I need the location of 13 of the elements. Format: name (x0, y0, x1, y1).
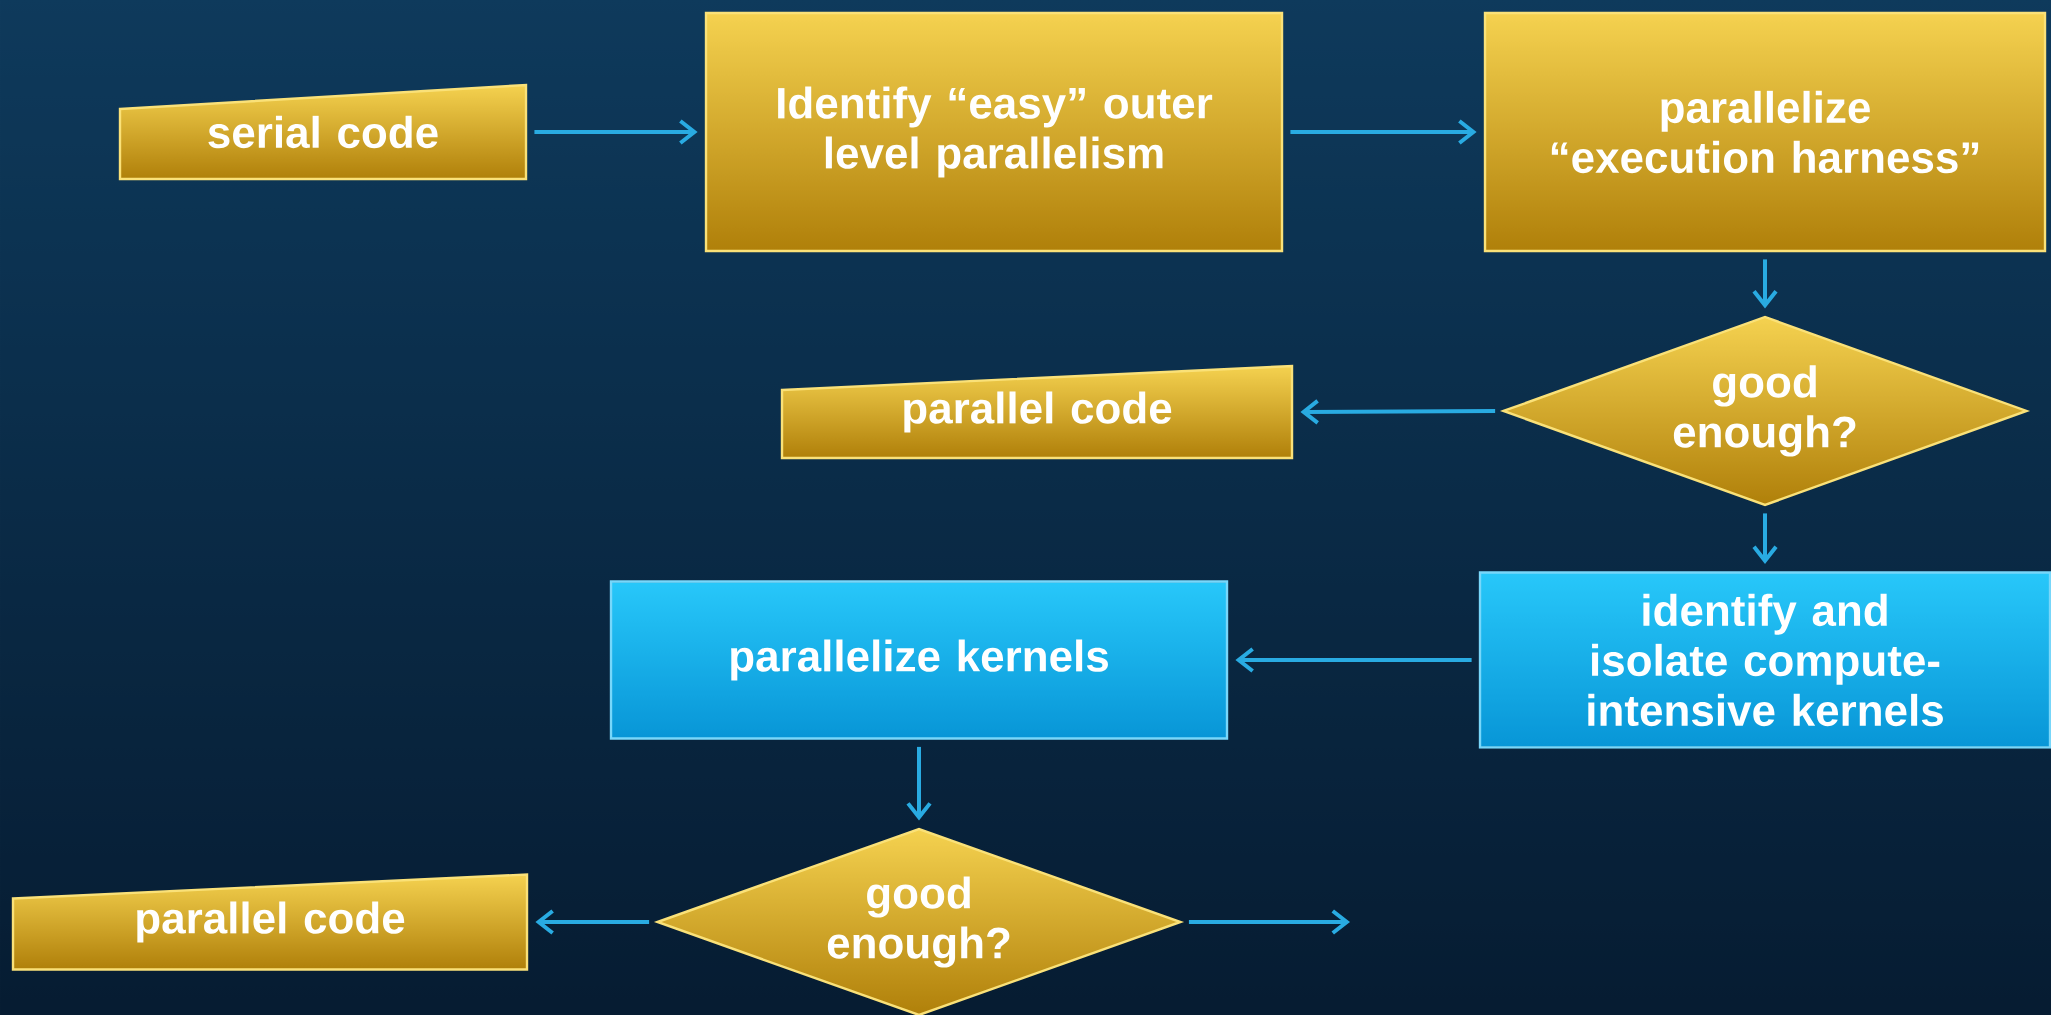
arrow (534, 119, 698, 145)
arrow (906, 746, 932, 821)
process-box: parallelize “execution harness” (1483, 11, 2047, 253)
arrow (535, 909, 650, 935)
process-box: parallelize kernels (609, 580, 1229, 740)
arrow (1300, 399, 1496, 425)
arrow (1235, 647, 1472, 673)
arrow (1290, 119, 1477, 145)
process-box: identify and isolate compute-intensive kernels (1478, 571, 2051, 749)
arrow (1752, 513, 1778, 565)
arrow (1752, 259, 1778, 309)
process-box: Identify “easy” outer level parallelism (704, 11, 1284, 253)
arrow (1188, 909, 1350, 935)
